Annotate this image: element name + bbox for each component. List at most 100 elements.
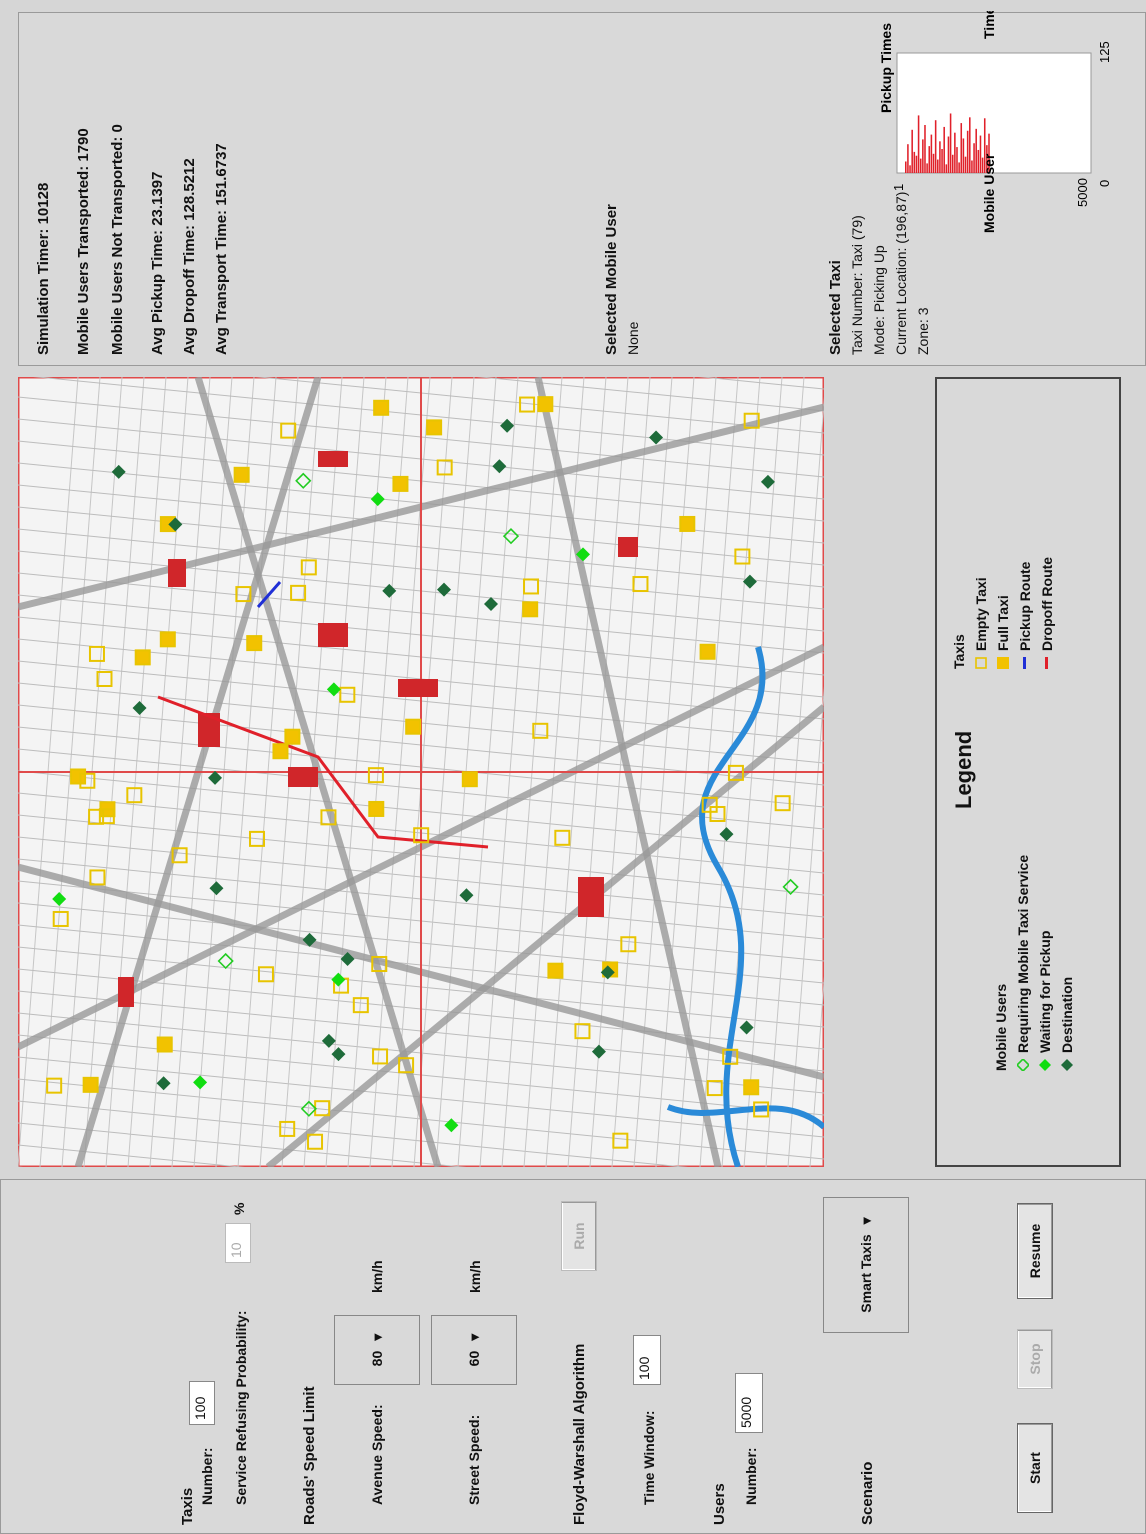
building	[118, 977, 134, 1007]
legend-panel: Legend Mobile Users Requiring Mobile Tax…	[935, 377, 1121, 1167]
users-number-input[interactable]: 5000	[735, 1373, 763, 1433]
empty-taxi-icon	[722, 1048, 739, 1065]
legend-pickup-route: Pickup Route	[1017, 562, 1033, 669]
chart-bar	[922, 139, 924, 173]
avenue-speed-select[interactable]: 80 ▾	[334, 1315, 420, 1385]
scenario-heading: Scenario	[859, 1461, 876, 1525]
avenue-line	[265, 704, 827, 1170]
stop-button[interactable]: Stop	[1017, 1329, 1053, 1389]
empty-taxi-icon	[171, 847, 188, 864]
chart-bar	[913, 151, 916, 173]
selected-user-value: None	[625, 321, 641, 355]
building	[198, 713, 220, 747]
empty-taxi-icon	[352, 997, 369, 1014]
empty-taxi-icon	[620, 936, 637, 953]
street-speed-select[interactable]: 60 ▾	[431, 1315, 517, 1385]
chart-bar	[907, 144, 909, 173]
taxi-location: Current Location: (196,87)	[893, 191, 909, 355]
empty-taxi-icon	[436, 459, 453, 476]
full-taxi-icon	[426, 419, 443, 436]
chart-bar	[941, 149, 943, 173]
run-button[interactable]: Run	[561, 1201, 597, 1271]
chevron-down-icon: ▾	[465, 1333, 482, 1341]
chart-bar	[977, 149, 980, 173]
full-taxi-icon	[156, 1036, 173, 1053]
empty-taxi-icon	[52, 910, 69, 927]
chart-bar	[983, 118, 986, 173]
empty-taxi-icon	[612, 1132, 629, 1149]
chart-bar	[945, 164, 948, 173]
chart-bar	[930, 134, 933, 173]
y-axis-label: Time	[981, 11, 997, 39]
empty-taxi-icon	[88, 645, 105, 662]
empty-taxi-icon	[774, 795, 791, 812]
full-taxi-icon	[159, 631, 176, 648]
chart-bar	[924, 125, 926, 173]
full-taxi-icon	[134, 649, 151, 666]
destination-icon	[437, 582, 452, 597]
chart-bar	[969, 117, 971, 173]
empty-taxi-icon	[413, 827, 430, 844]
destination-icon	[719, 827, 734, 842]
resume-button[interactable]: Resume	[1017, 1203, 1053, 1299]
chart-bar	[915, 155, 918, 173]
street-speed-unit: km/h	[467, 1260, 483, 1293]
empty-taxi-icon	[371, 956, 388, 973]
chart-bar	[937, 159, 939, 173]
start-button[interactable]: Start	[1017, 1423, 1053, 1513]
waiting-user-icon	[326, 682, 341, 697]
blue-line-icon	[1023, 657, 1026, 669]
empty-taxi-icon	[79, 772, 96, 789]
empty-taxi-icon	[307, 1133, 324, 1150]
river	[666, 1104, 826, 1130]
requiring-user-icon	[300, 1100, 318, 1117]
full-taxi-icon	[82, 1076, 99, 1093]
avenue-speed-label: Avenue Speed:	[369, 1404, 385, 1505]
scenario-select[interactable]: Smart Taxis ▾	[823, 1197, 909, 1333]
empty-taxi-icon	[279, 1120, 296, 1137]
legend-users-heading: Mobile Users	[993, 983, 1009, 1071]
legend-dropoff-route: Dropoff Route	[1039, 557, 1055, 669]
empty-taxi-icon	[46, 1077, 63, 1094]
full-taxi-icon	[547, 962, 564, 979]
diamond-outline-icon	[1017, 1059, 1029, 1071]
refusing-label: Service Refusing Probability:	[233, 1310, 249, 1506]
time-window-input[interactable]: 100	[633, 1335, 661, 1385]
map-canvas[interactable]	[16, 308, 937, 1248]
chart-bar	[971, 160, 973, 173]
selected-taxi-heading: Selected Taxi	[827, 260, 844, 355]
empty-taxi-icon	[280, 422, 297, 439]
full-taxi-icon	[461, 771, 478, 788]
taxi-mode: Mode: Picking Up	[871, 245, 887, 355]
chart-bar	[934, 120, 937, 173]
taxi-number-input[interactable]: 100	[189, 1381, 215, 1425]
floyd-heading: Floyd-Warshall Algorithm	[571, 1343, 588, 1525]
full-taxi-icon	[233, 466, 250, 483]
chart-bar	[958, 162, 960, 173]
chart-plot-area	[896, 52, 1092, 174]
empty-taxi-icon	[532, 722, 549, 739]
chart-bar	[928, 146, 931, 173]
building	[398, 679, 438, 697]
empty-taxi-icon	[98, 808, 115, 825]
empty-taxi-icon	[734, 548, 751, 565]
chart-bar	[939, 141, 941, 173]
city-map[interactable]	[16, 308, 937, 1248]
full-taxi-icon	[284, 728, 301, 745]
full-taxi-icon	[405, 718, 422, 735]
diamond-dark-icon	[1061, 1059, 1073, 1071]
chart-bar	[947, 136, 950, 173]
empty-taxi-icon	[519, 396, 536, 413]
empty-taxi-icon	[709, 805, 726, 822]
empty-taxi-icon	[290, 584, 307, 601]
empty-taxi-icon	[89, 869, 106, 886]
empty-taxi-icon	[126, 787, 143, 804]
x-tick-label: 5000	[1075, 178, 1090, 207]
legend-requiring: Requiring Mobile Taxi Service	[1015, 855, 1031, 1071]
chart-bar	[926, 163, 928, 173]
empty-taxi-icon	[523, 578, 540, 595]
building	[578, 877, 604, 917]
empty-taxi-icon	[372, 1048, 389, 1065]
chart-bar	[905, 161, 907, 173]
refusing-probability-input[interactable]: 10	[225, 1223, 251, 1263]
